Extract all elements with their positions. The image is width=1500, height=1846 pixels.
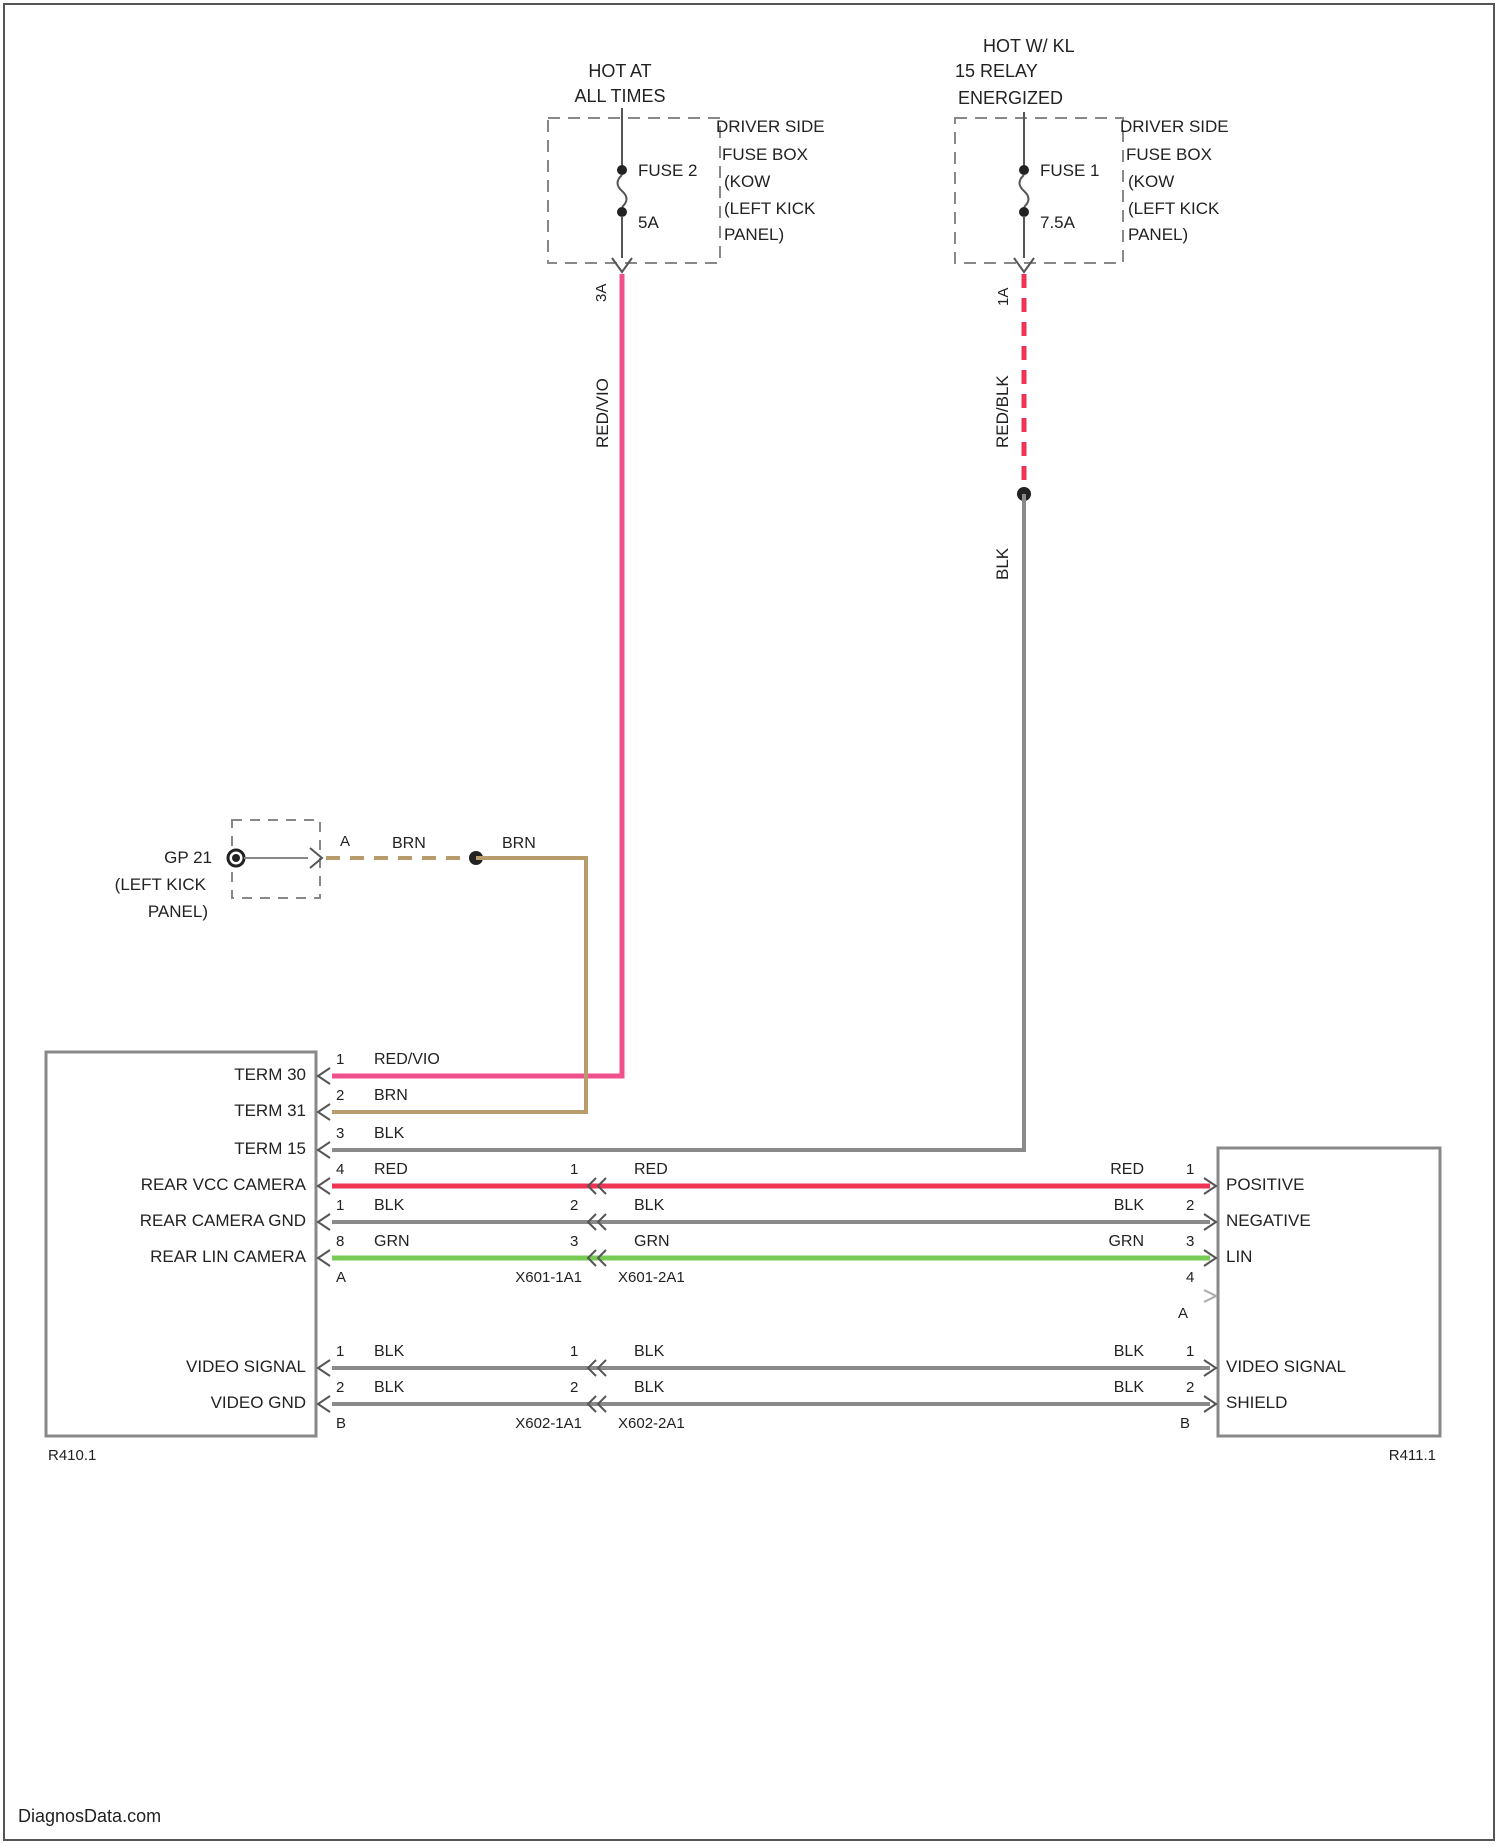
r410-wire-label-blk: BLK: [374, 1125, 405, 1142]
ground-gp21-pin: A: [340, 833, 350, 850]
r410-pin-number: 1: [336, 1051, 344, 1068]
r410-label-video-gnd: VIDEO GND: [211, 1393, 306, 1412]
r410-wire-label-redvio: RED/VIO: [374, 1051, 440, 1068]
x602-1a1-id: X602-1A1: [515, 1415, 582, 1432]
x602-wire-label: BLK: [634, 1343, 665, 1360]
x602-wire-label: BLK: [634, 1379, 665, 1396]
r410-label-video-signal: VIDEO SIGNAL: [186, 1357, 306, 1376]
r410-wire-label-grn: GRN: [374, 1233, 410, 1250]
r410-pin-number: 3: [336, 1125, 344, 1142]
r410-wire-label-blk: BLK: [374, 1379, 405, 1396]
r411-label-negative: NEGATIVE: [1226, 1211, 1311, 1230]
fuse-box-left-line5: PANEL): [724, 225, 784, 244]
x601-pin-number: 2: [570, 1197, 578, 1214]
r411-pin-number: 1: [1186, 1161, 1194, 1178]
r410-wire-label-red: RED: [374, 1161, 408, 1178]
r410-pin-number: 1: [336, 1343, 344, 1360]
x601-wire-label: GRN: [634, 1233, 670, 1250]
fuse-2-name: FUSE 2: [638, 161, 698, 180]
r411-wire-label: BLK: [1114, 1197, 1145, 1214]
wire-brn-label-left: BRN: [392, 835, 426, 852]
wire-brn-label-right: BRN: [502, 835, 536, 852]
r411-wire-label: BLK: [1114, 1343, 1145, 1360]
fuse-box-left-line1: DRIVER SIDE: [716, 117, 825, 136]
ground-gp21-line3: PANEL): [148, 902, 208, 921]
module-r410-id: R410.1: [48, 1447, 96, 1464]
r411-connector-a-label: A: [1178, 1305, 1188, 1322]
r411-pin-number: 2: [1186, 1197, 1194, 1214]
ground-gp21-name: GP 21: [164, 848, 212, 867]
fuse-2-hot-label-line2: ALL TIMES: [574, 86, 665, 106]
r410-pin-number: 2: [336, 1379, 344, 1396]
ground-gp21-terminal-dot: [232, 854, 240, 862]
module-r411-id: R411.1: [1389, 1447, 1436, 1464]
x602-pin-number: 2: [570, 1379, 578, 1396]
r410-wire-label-blk: BLK: [374, 1197, 405, 1214]
r410-pin-number: 2: [336, 1087, 344, 1104]
fuse-1-terminal-top: [1019, 165, 1029, 175]
fuse-2-terminal-top: [617, 165, 627, 175]
wire-redvio-vertical-label: RED/VIO: [593, 378, 612, 448]
fuse-1-hot-label-line1: HOT W/ KL: [983, 36, 1075, 56]
fuse-2-terminal-bottom: [617, 207, 627, 217]
r411-label-video-signal: VIDEO SIGNAL: [1226, 1357, 1346, 1376]
fuse-box-right-line1: DRIVER SIDE: [1120, 117, 1229, 136]
fuse-1-rating: 7.5A: [1040, 213, 1076, 232]
r410-pin-number: 4: [336, 1161, 344, 1178]
r411-pin-number: 3: [1186, 1233, 1194, 1250]
r410-pin-number: 1: [336, 1197, 344, 1214]
x601-1a1-id: X601-1A1: [515, 1269, 582, 1286]
fuse-2-pin-label: 3A: [593, 284, 610, 302]
r411-pin-number: 2: [1186, 1379, 1194, 1396]
r411-wire-label: GRN: [1108, 1233, 1144, 1250]
fuse-1-name: FUSE 1: [1040, 161, 1100, 180]
r411-connector-b-label: B: [1180, 1415, 1190, 1432]
diagram-frame: [4, 4, 1494, 1840]
fuse-box-left-line4: (LEFT KICK: [724, 199, 816, 218]
fuse-box-right-line4: (LEFT KICK: [1128, 199, 1220, 218]
r411-pin-number: 1: [1186, 1343, 1194, 1360]
r411-wire-label: BLK: [1114, 1379, 1145, 1396]
fuse-2-hot-label-line1: HOT AT: [588, 61, 651, 81]
r410-wire-label-blk: BLK: [374, 1343, 405, 1360]
fuse-1-hot-label-line3: ENERGIZED: [958, 88, 1063, 108]
wire-blk-vertical-label: BLK: [993, 547, 1012, 580]
fuse-2-rating: 5A: [638, 213, 659, 232]
r410-label-rear-camera-gnd: REAR CAMERA GND: [140, 1211, 306, 1230]
x601-wire-label: BLK: [634, 1197, 665, 1214]
x601-pin-number: 1: [570, 1161, 578, 1178]
x601-pin-number: 3: [570, 1233, 578, 1250]
fuse-box-right-line3: (KOW: [1128, 172, 1174, 191]
fuse-1-pin-label: 1A: [995, 288, 1012, 306]
watermark: DiagnosData.com: [18, 1806, 161, 1826]
r410-pin-number: 8: [336, 1233, 344, 1250]
r410-label-term30: TERM 30: [234, 1065, 306, 1084]
fuse-box-left-line3: (KOW: [724, 172, 770, 191]
r410-connector-a-label: A: [336, 1269, 346, 1286]
r411-pin-number: 4: [1186, 1269, 1194, 1286]
fuse-box-right-line2: FUSE BOX: [1126, 145, 1212, 164]
fuse-1-terminal-bottom: [1019, 207, 1029, 217]
r411-label-lin: LIN: [1226, 1247, 1252, 1266]
r410-label-term31: TERM 31: [234, 1101, 306, 1120]
r410-label-term15: TERM 15: [234, 1139, 306, 1158]
r411-label-shield: SHIELD: [1226, 1393, 1287, 1412]
r410-label-rear-lin-camera: REAR LIN CAMERA: [150, 1247, 307, 1266]
r410-connector-b-label: B: [336, 1415, 346, 1432]
x601-2a1-id: X601-2A1: [618, 1269, 685, 1286]
wire-redblk-vertical-label: RED/BLK: [993, 375, 1012, 448]
x601-wire-label: RED: [634, 1161, 668, 1178]
r411-wire-label: RED: [1110, 1161, 1144, 1178]
fuse-1-hot-label-line2: 15 RELAY: [955, 61, 1038, 81]
r411-label-positive: POSITIVE: [1226, 1175, 1304, 1194]
x602-2a1-id: X602-2A1: [618, 1415, 685, 1432]
r410-label-rear-vcc-camera: REAR VCC CAMERA: [141, 1175, 307, 1194]
r410-wire-label-brn: BRN: [374, 1087, 408, 1104]
fuse-box-right-line5: PANEL): [1128, 225, 1188, 244]
x602-pin-number: 1: [570, 1343, 578, 1360]
ground-gp21-line2: (LEFT KICK: [115, 875, 207, 894]
fuse-box-left-line2: FUSE BOX: [722, 145, 808, 164]
